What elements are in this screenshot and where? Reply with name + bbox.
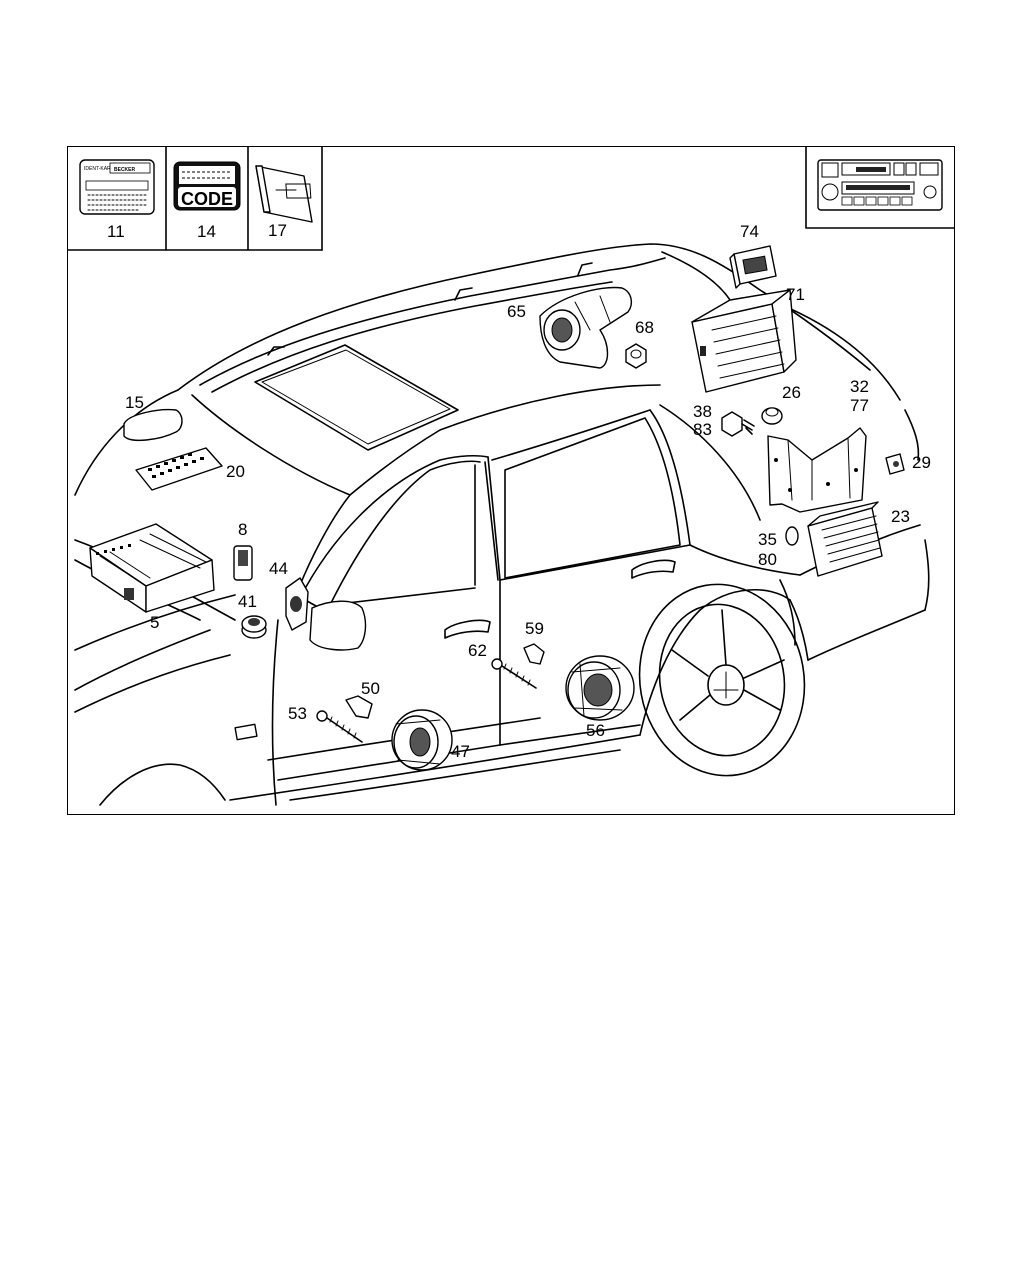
rear-wheel [638,583,806,777]
part-5-radio-unit [89,523,215,613]
vehicle-outline [74,243,930,806]
ident-card-title: IDENT-KARTE [84,166,118,172]
callout-20: 20 [226,462,245,481]
part-41-grommet [241,615,267,639]
part-62-screw [491,658,537,689]
callout-53: 53 [288,704,307,723]
part-32-bracket [767,427,867,513]
callout-35: 35 [758,530,777,549]
callout-47: 47 [451,742,470,761]
ident-card-icon: IDENT-KARTE BECKER [79,159,155,215]
callout-15: 15 [125,393,144,412]
part-23-amplifier [807,501,883,577]
part-15-cover [123,408,183,442]
callout-5: 5 [150,613,160,632]
radio-inset [805,147,954,229]
part-20-remote [135,447,223,491]
part-68-nut [625,343,647,369]
part-65-speaker-housing [539,286,633,369]
callout-50: 50 [361,679,380,698]
part-38-bolt [721,411,755,437]
part-74-module [729,245,777,289]
callout-62: 62 [468,641,487,660]
part-56-door-speaker [565,655,635,721]
callout-65: 65 [507,302,526,321]
callout-8: 8 [238,520,248,539]
part-53-screw [316,710,363,743]
part-26-grommet [761,407,783,425]
callout-29: 29 [912,453,931,472]
callout-83: 83 [693,420,712,439]
part-35-grommet [785,526,799,546]
part-59-clip [523,643,545,665]
part-50-clip [345,695,373,719]
callout-59: 59 [525,619,544,638]
inset-label-manual: 17 [268,221,287,240]
inset-label-code-card: 14 [197,222,216,241]
callout-38: 38 [693,402,712,421]
callout-41: 41 [238,592,257,611]
callout-44: 44 [269,559,288,578]
part-71-amplifier [691,289,797,393]
inset-boxes [68,147,323,251]
parts-diagram-frame: IDENT-KARTE BECKER CODE [67,146,955,815]
manual-icon [255,165,313,223]
parts-diagram-drawing: IDENT-KARTE BECKER CODE [68,147,954,806]
part-47-door-speaker [391,709,453,771]
code-card-label: CODE [181,189,233,209]
ident-card-brand: BECKER [114,167,136,173]
callout-74: 74 [740,222,759,241]
part-44-tweeter [285,577,309,631]
part-8-connector [233,545,253,581]
callout-23: 23 [891,507,910,526]
part-29-clip [885,453,905,475]
code-card-icon: CODE [173,161,241,211]
inset-label-ident-card: 11 [107,222,125,241]
callout-80: 80 [758,550,777,569]
callout-56: 56 [586,721,605,740]
callout-68: 68 [635,318,654,337]
callout-26: 26 [782,383,801,402]
callout-77: 77 [850,396,869,415]
callout-32: 32 [850,377,869,396]
callout-71: 71 [786,285,805,304]
